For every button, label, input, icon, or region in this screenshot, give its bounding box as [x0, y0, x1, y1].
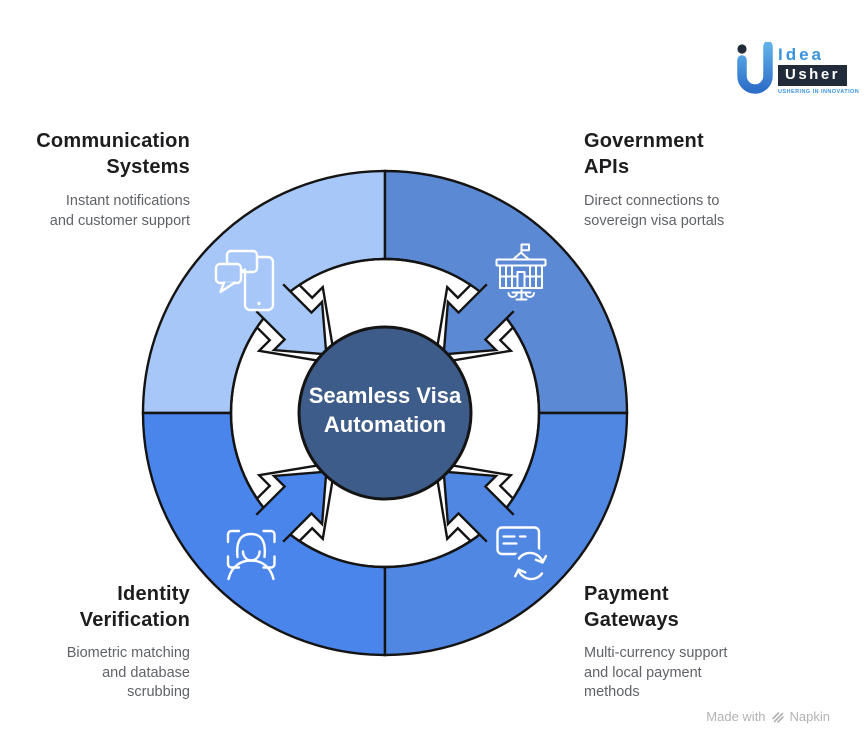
card-sync-icon — [496, 526, 549, 585]
logo-idea-text: Idea — [778, 45, 825, 64]
label-payment-gateways: Payment Gateways — [584, 581, 699, 633]
desc-payment-gateways: Multi-currency support and local payment… — [584, 644, 742, 703]
identity-verification-title: Identity Verification — [79, 583, 190, 631]
label-identity-verification: Identity Verification — [60, 581, 190, 633]
label-government-apis: Government APIs — [584, 128, 724, 180]
logo-usher-text: Usher — [778, 65, 848, 86]
desc-communication-systems: Instant notifications and customer suppo… — [40, 192, 190, 231]
government-building-icon — [495, 243, 547, 301]
logo-tagline: USHERING IN INNOVATION — [778, 89, 860, 95]
idea-usher-logo: Idea Usher USHERING IN INNOVATION — [733, 42, 859, 100]
napkin-credit: Made with Napkin — [706, 709, 830, 724]
identity-verification-description: Biometric matching and database scrubbin… — [66, 645, 190, 700]
idea-usher-logo-text: Idea Usher USHERING IN INNOVATION — [778, 42, 859, 95]
inner-ring-edge — [229, 257, 541, 569]
communication-systems-title: Communication Systems — [36, 130, 190, 178]
payment-gateways-description: Multi-currency support and local payment… — [584, 645, 728, 700]
payment-gateways-title: Payment Gateways — [584, 583, 679, 631]
center-circle — [297, 325, 473, 501]
desc-government-apis: Direct connections to sovereign visa por… — [584, 192, 734, 231]
inward-arrows — [255, 283, 515, 543]
label-communication-systems: Communication Systems — [30, 128, 190, 180]
government-apis-description: Direct connections to sovereign visa por… — [584, 193, 725, 229]
napkin-logo-icon — [771, 711, 784, 723]
credit-brand: Napkin — [789, 709, 830, 724]
communication-systems-description: Instant notifications and customer suppo… — [49, 193, 190, 229]
credit-prefix: Made with — [706, 709, 766, 724]
face-scan-icon — [226, 529, 276, 581]
phone-chat-icon — [214, 249, 275, 312]
idea-usher-logo-mark-icon — [737, 42, 773, 94]
government-apis-title: Government APIs — [584, 130, 704, 178]
desc-identity-verification: Biometric matching and database scrubbin… — [40, 644, 190, 703]
center-title: Seamless Visa Automation — [308, 383, 462, 437]
